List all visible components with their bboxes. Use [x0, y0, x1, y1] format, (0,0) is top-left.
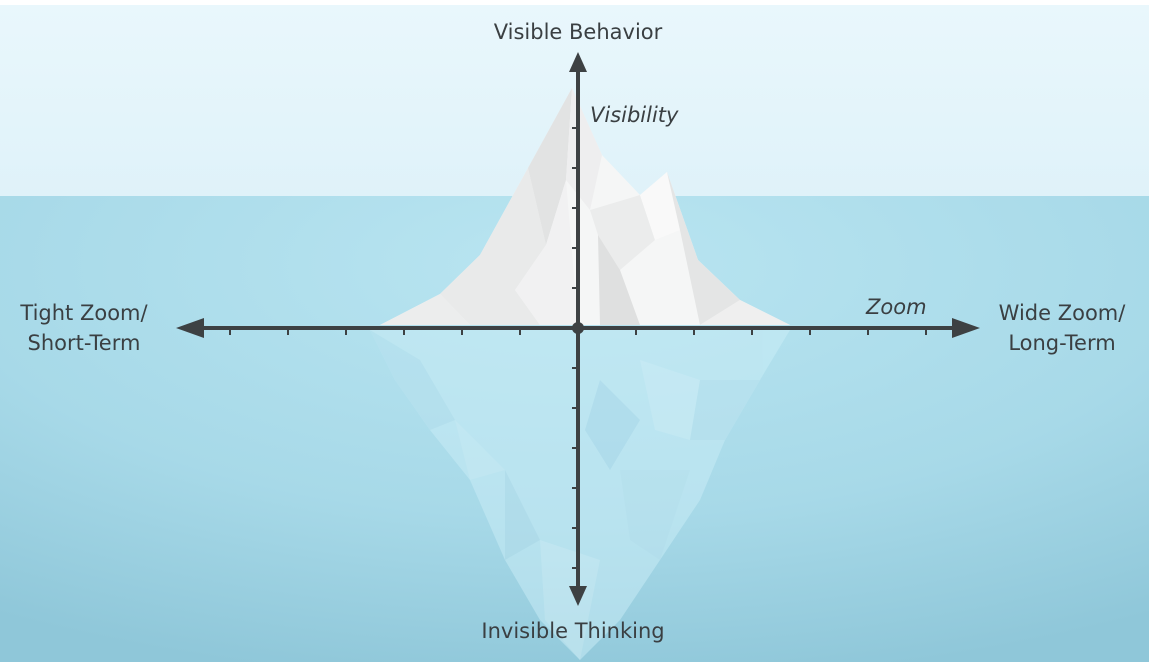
vertical-axis-name: Visibility — [590, 103, 679, 127]
axes — [176, 52, 980, 606]
top-label: Visible Behavior — [494, 20, 663, 44]
left-label-line1: Tight Zoom/ — [19, 301, 148, 325]
left-label-line2: Short-Term — [28, 331, 141, 355]
arrow-up-icon — [569, 52, 587, 72]
origin-dot — [572, 322, 584, 334]
right-label-line1: Wide Zoom/ — [999, 301, 1127, 325]
bottom-label: Invisible Thinking — [481, 619, 664, 643]
horizontal-axis-name: Zoom — [865, 295, 927, 319]
iceberg-above-water — [380, 88, 790, 325]
axis-ticks — [229, 127, 927, 569]
right-label-line2: Long-Term — [1008, 331, 1115, 355]
arrow-right-icon — [952, 318, 980, 338]
arrow-down-icon — [569, 586, 587, 606]
arrow-left-icon — [176, 318, 204, 338]
